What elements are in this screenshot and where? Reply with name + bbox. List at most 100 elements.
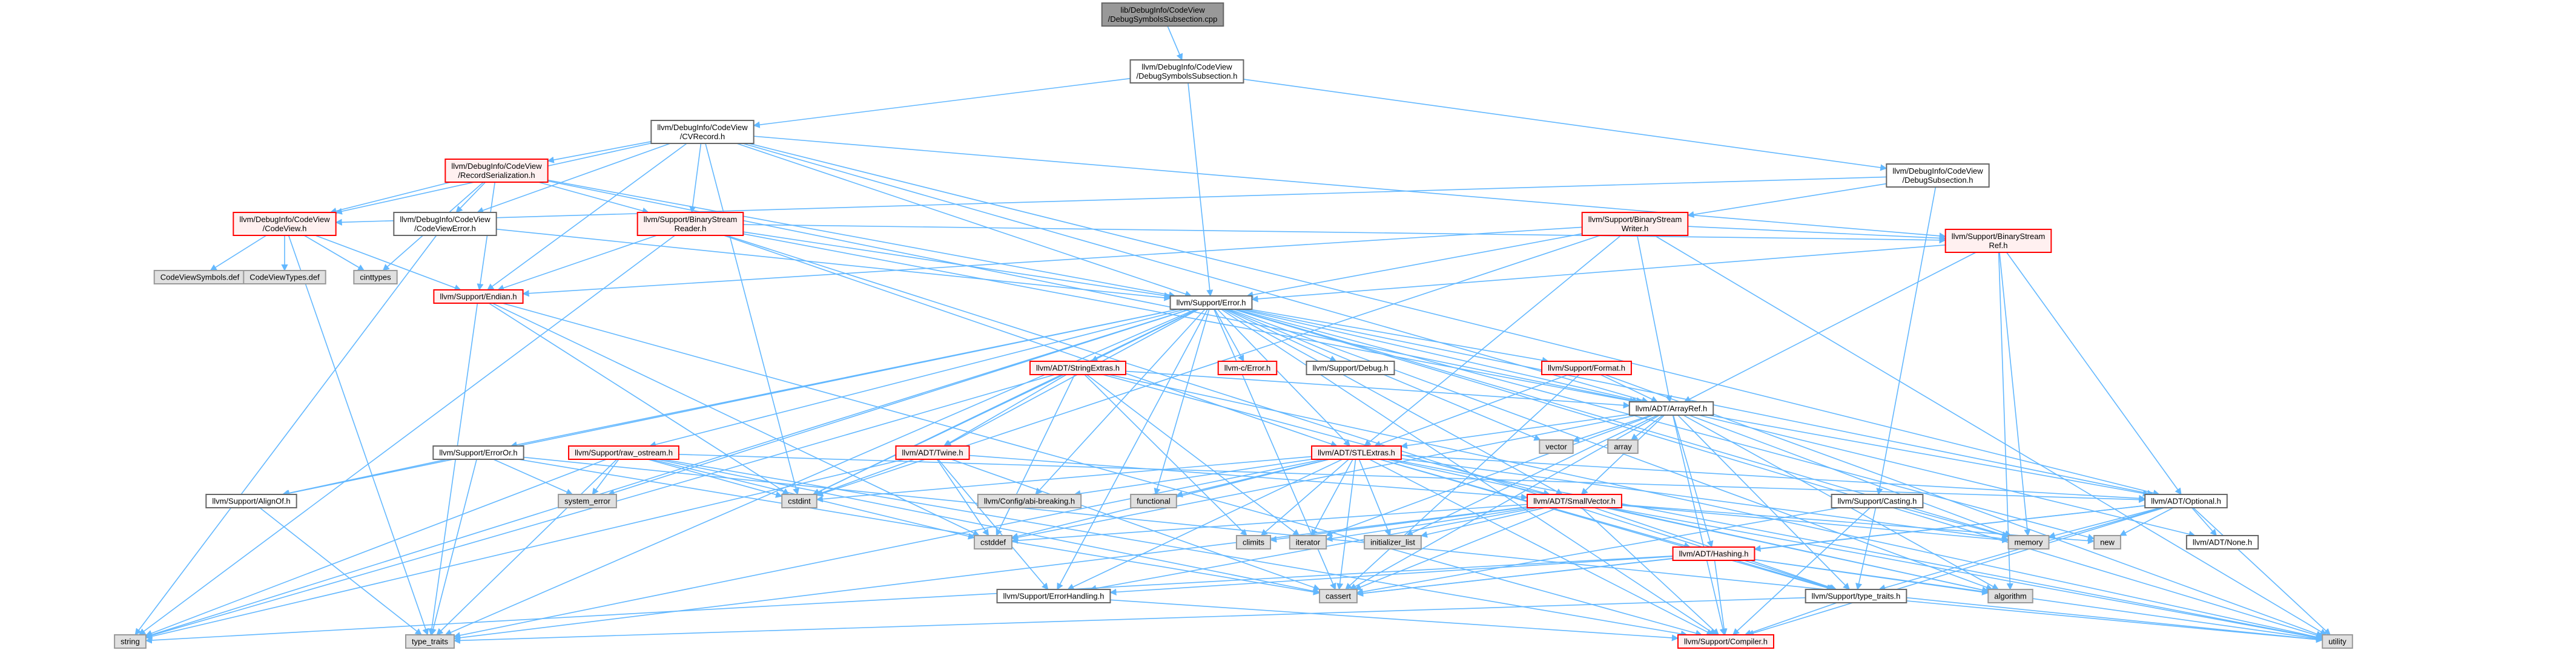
node-cverr[interactable]: llvm/DebugInfo/CodeView/CodeViewError.h (393, 212, 497, 236)
node-box (1628, 401, 1714, 416)
node-box (2185, 535, 2259, 549)
node-cinttypes: cinttypes (353, 270, 398, 284)
edge-rawos-to-optional (678, 454, 2146, 503)
edge-bsw-to-stlext (1364, 235, 1622, 447)
edge-bsr-to-error (743, 231, 1171, 299)
node-box (1607, 439, 1639, 454)
edge-error-to-abibreak (1035, 309, 1206, 495)
node-label: llvm/Support/BinaryStream (1952, 232, 2046, 241)
node-arrayref[interactable]: llvm/ADT/ArrayRef.h (1628, 401, 1714, 416)
node-recser[interactable]: llvm/DebugInfo/CodeView/RecordSerializat… (444, 159, 549, 183)
node-box (781, 494, 817, 508)
node-twine[interactable]: llvm/ADT/Twine.h (895, 445, 970, 460)
node-endian[interactable]: llvm/Support/Endian.h (433, 289, 524, 304)
node-box (568, 445, 679, 460)
edge-twine-to-string (145, 459, 905, 640)
node-box (405, 634, 455, 649)
node-box (1831, 494, 1924, 508)
edge-cvrec-to-optional (748, 143, 2160, 496)
node-erroror[interactable]: llvm/Support/ErrorOr.h (432, 445, 524, 460)
node-compiler[interactable]: llvm/Support/Compiler.h (1677, 634, 1774, 649)
edge-error-to-utility (1233, 309, 2323, 638)
node-box (1129, 59, 1244, 84)
edge-stlext-to-initlist (1358, 459, 1391, 537)
node-cvh[interactable]: llvm/DebugInfo/CodeView/CodeView.h (233, 212, 337, 236)
edge-error-to-twine (944, 309, 1199, 447)
node-cstdint: cstdint (781, 494, 817, 508)
edge-arrayref-to-optional (1708, 415, 2150, 497)
node-box (393, 212, 497, 236)
node-label: Reader.h (675, 224, 707, 233)
node-label: llvm/Support/BinaryStream (644, 215, 738, 224)
node-casting[interactable]: llvm/Support/Casting.h (1831, 494, 1924, 508)
node-dss[interactable]: llvm/DebugInfo/CodeView/DebugSymbolsSubs… (1129, 59, 1244, 84)
edge-strext-to-cstdint (812, 374, 1065, 495)
edge-stlext-to-errhand (1067, 459, 1343, 590)
edge-casting-to-compiler (1732, 507, 1871, 635)
node-cvsym: CodeViewSymbols.def (153, 270, 246, 284)
edge-optional-to-compiler (1746, 507, 2165, 637)
edge-casting-to-memory (1901, 507, 2009, 539)
edge-dss-to-dsub (1243, 79, 1887, 171)
node-abibreak: llvm/Config/abi-breaking.h (977, 494, 1082, 508)
node-label: llvm/DebugInfo/CodeView (239, 215, 330, 224)
edge-error-to-smallvec (1223, 309, 1563, 495)
node-array: array (1607, 439, 1639, 454)
node-debug[interactable]: llvm/Support/Debug.h (1306, 361, 1395, 375)
edge-arrayref-to-smallvec (1580, 415, 1665, 495)
node-label: cstddef (980, 538, 1006, 547)
edge-cvrec-to-error (736, 143, 1192, 298)
edge-bsr-to-string (138, 235, 676, 635)
edge-error-to-stdtypetraits (444, 309, 1196, 636)
node-dsub[interactable]: llvm/DebugInfo/CodeView/DebugSubsection.… (1886, 163, 1990, 188)
edge-rawos-to-string (145, 459, 607, 637)
node-label: cinttypes (360, 273, 391, 282)
node-box (1527, 494, 1622, 508)
edge-endian-to-cstdint (488, 303, 790, 495)
node-box (243, 270, 326, 284)
node-alignof[interactable]: llvm/Support/AlignOf.h (205, 494, 297, 508)
edge-error-to-string (145, 309, 1191, 638)
node-stlext[interactable]: llvm/ADT/STLExtras.h (1311, 445, 1402, 460)
node-box (650, 120, 755, 144)
edge-arrayref-to-compiler (1672, 415, 1726, 636)
edge-stlext-to-iterator (1311, 459, 1353, 536)
node-typetraits[interactable]: llvm/Support/type_traits.h (1805, 589, 1907, 603)
edge-recser-to-cverr (455, 182, 486, 213)
edge-recser-to-error (547, 179, 1176, 298)
node-iterator: iterator (1289, 535, 1327, 549)
node-label: llvm/Support/Format.h (1548, 364, 1625, 373)
node-format[interactable]: llvm/Support/Format.h (1541, 361, 1632, 375)
node-error[interactable]: llvm/Support/Error.h (1169, 295, 1253, 310)
node-smallvec[interactable]: llvm/ADT/SmallVector.h (1527, 494, 1622, 508)
node-label: llvm/ADT/ArrayRef.h (1636, 404, 1707, 413)
edge-typetraits-to-utility (1906, 600, 2323, 643)
node-label: functional (1137, 497, 1171, 506)
edge-arrayref-to-memory (1689, 415, 2012, 537)
node-errhand[interactable]: llvm/Support/ErrorHandling.h (996, 589, 1111, 603)
edge-casting-to-cassert (1356, 507, 1840, 595)
node-cerr[interactable]: llvm-c/Error.h (1217, 361, 1278, 375)
node-none[interactable]: llvm/ADT/None.h (2185, 535, 2259, 549)
node-optional[interactable]: llvm/ADT/Optional.h (2144, 494, 2228, 508)
edge-dsub-to-bsw (1687, 183, 1887, 218)
node-label: memory (2015, 538, 2043, 547)
edge-error-to-format (1249, 309, 1549, 364)
edge-root-to-dss (1167, 25, 1183, 61)
node-box (1805, 589, 1907, 603)
edge-bsw-to-error (1246, 233, 1582, 298)
edge-strext-to-twine (943, 374, 1067, 447)
edge-cvrec-to-cstdint (705, 143, 799, 496)
edge-erroror-to-stdtypetraits (429, 459, 477, 636)
node-box (974, 535, 1012, 549)
node-root[interactable]: lib/DebugInfo/CodeView/DebugSymbolsSubse… (1101, 2, 1224, 27)
node-rawos[interactable]: llvm/Support/raw_ostream.h (568, 445, 679, 460)
node-cvrec[interactable]: llvm/DebugInfo/CodeView/CVRecord.h (650, 120, 755, 144)
edge-typetraits-to-compiler (1744, 602, 1837, 636)
node-hashing[interactable]: llvm/ADT/Hashing.h (1672, 546, 1755, 561)
node-strext[interactable]: llvm/ADT/StringExtras.h (1029, 361, 1126, 375)
node-label: llvm-c/Error.h (1224, 364, 1271, 373)
